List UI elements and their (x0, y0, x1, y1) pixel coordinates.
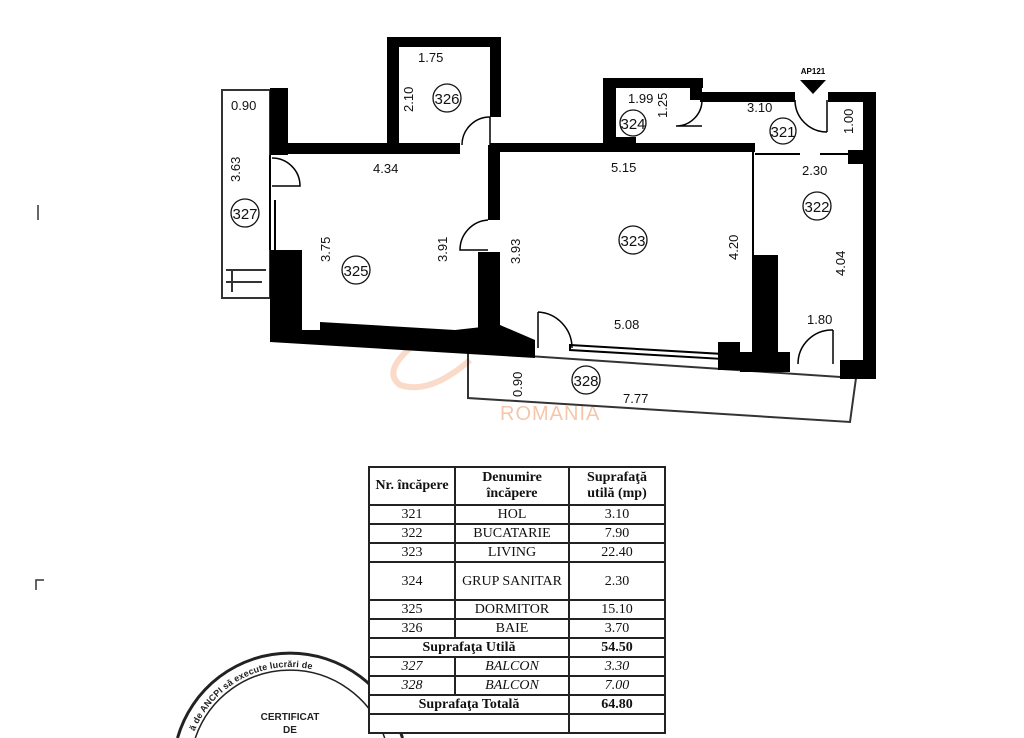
dimension-label: 3.10 (747, 100, 772, 115)
dimension-label: 0.90 (510, 372, 525, 397)
dimension-label: 3.91 (435, 237, 450, 262)
dimension-label: 1.25 (655, 93, 670, 118)
room-321-label: 321 (770, 124, 795, 141)
cell: 3.70 (568, 618, 666, 639)
room-circles (230, 83, 832, 395)
scan-mark (35, 579, 44, 590)
stamp-line-2: DE (283, 725, 297, 736)
cell: 15.10 (568, 599, 666, 620)
cell: BALCON (454, 656, 570, 677)
cell: 322 (368, 523, 456, 544)
dimensions: 1.75 2.10 0.90 3.63 4.34 3.75 3.91 5.15 … (228, 50, 856, 406)
cell: 324 (368, 561, 456, 601)
cell: 7.90 (568, 523, 666, 544)
entrance-label: AP121 (801, 67, 826, 76)
cell: HOL (454, 504, 570, 525)
cell: 321 (368, 504, 456, 525)
dimension-label: 3.63 (228, 157, 243, 182)
cell: 2.30 (568, 561, 666, 601)
partitions (269, 144, 848, 255)
watermark-logo: ROMANIA (390, 337, 600, 425)
walls (270, 37, 876, 379)
dimension-label: 1.99 (628, 91, 653, 106)
room-322-label: 322 (804, 199, 829, 216)
cell: LIVING (454, 542, 570, 563)
room-324-label: 324 (620, 116, 645, 133)
dimension-label: 4.34 (373, 161, 398, 176)
table-header: Nr. încăpere Denumire încăpere Suprafaţă… (368, 466, 666, 506)
cell: 325 (368, 599, 456, 620)
dimension-label: 3.75 (318, 237, 333, 262)
cell: 64.80 (568, 694, 666, 715)
rooms-table: Nr. încăpere Denumire încăpere Suprafaţă… (368, 466, 666, 734)
entrance-arrow-icon (800, 80, 826, 94)
header-cell: Nr. încăpere (368, 466, 456, 506)
cell (568, 713, 666, 734)
dimension-label: 7.77 (623, 391, 648, 406)
balcony-327-outline (221, 89, 271, 299)
room-326-label: 326 (434, 91, 459, 108)
watermark-text: ROMANIA (500, 403, 600, 425)
cell: DORMITOR (454, 599, 570, 620)
cell: Suprafaţa Utilă (368, 637, 570, 658)
cell (368, 713, 570, 734)
dimension-label: 1.00 (841, 109, 856, 134)
dimension-label: 1.80 (807, 312, 832, 327)
stamp-line-1: CERTIFICAT (261, 712, 320, 723)
table-row-empty (368, 713, 666, 734)
cell: 328 (368, 675, 456, 696)
dimension-label: 2.10 (401, 87, 416, 112)
cell: Suprafaţa Totală (368, 694, 570, 715)
dimension-label: 4.20 (726, 235, 741, 260)
cell: 323 (368, 542, 456, 563)
cell: 3.30 (568, 656, 666, 677)
cell: GRUP SANITAR (454, 561, 570, 601)
room-328-label: 328 (573, 373, 598, 390)
room-325-label: 325 (343, 263, 368, 280)
dimension-label: 5.08 (614, 317, 639, 332)
cell: BAIE (454, 618, 570, 639)
header-cell: Denumire încăpere (454, 466, 570, 506)
room-323-label: 323 (620, 233, 645, 250)
dimension-label: 4.04 (833, 251, 848, 276)
cell: 7.00 (568, 675, 666, 696)
cell: BALCON (454, 675, 570, 696)
room-327-label: 327 (232, 206, 257, 223)
cell: BUCATARIE (454, 523, 570, 544)
cell: 22.40 (568, 542, 666, 563)
cell: 326 (368, 618, 456, 639)
cell: 3.10 (568, 504, 666, 525)
dimension-label: 1.75 (418, 50, 443, 65)
stamp-inner-ring (194, 669, 386, 738)
entrance-marker: AP121 (800, 67, 826, 94)
cell: 327 (368, 656, 456, 677)
dimension-label: 0.90 (231, 98, 256, 113)
dimension-label: 3.93 (508, 239, 523, 264)
doors (271, 99, 834, 365)
cell: 54.50 (568, 637, 666, 658)
dimension-label: 5.15 (611, 160, 636, 175)
header-cell: Suprafaţă utilă (mp) (568, 466, 666, 506)
dimension-label: 2.30 (802, 163, 827, 178)
